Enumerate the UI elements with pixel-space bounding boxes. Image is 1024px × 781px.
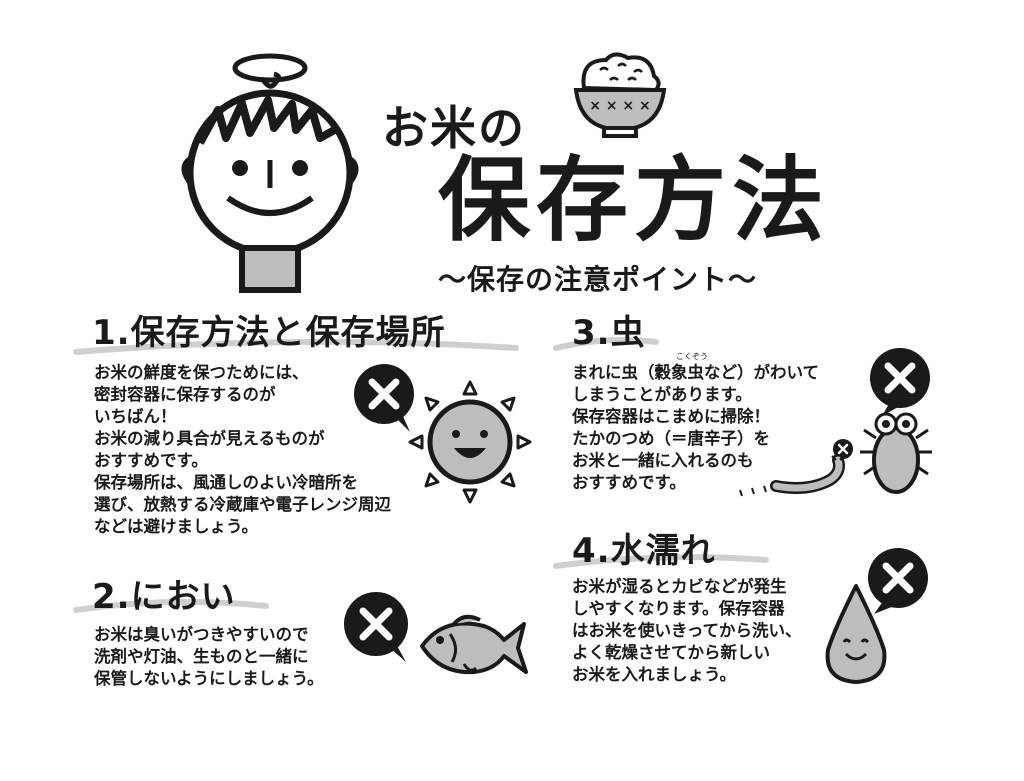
section-3-line: まれに虫（穀象虫など）がわいて (572, 363, 820, 382)
rice-bowl-icon: × × × × (573, 52, 667, 138)
section-1-line: いちばん！ (94, 407, 177, 426)
section-2-line: お米は臭いがつきやすいので (94, 625, 309, 644)
rice-weevil-icon (860, 412, 932, 494)
section-2-line: 保管しないようにしましょう。 (94, 669, 324, 688)
section-3-line: たかのつめ（＝唐辛子）を (572, 429, 770, 448)
section-1-line: 保存場所は、風通しのよい冷暗所を (94, 473, 358, 492)
section-1-line: お米の減り具合が見えるものが (94, 429, 325, 448)
section-4-line: お米を入れましょう。 (572, 665, 737, 684)
section-4-line: しやすくなります。保存容器 (572, 599, 785, 618)
section-2-heading: 2.におい (92, 577, 236, 617)
section-4-line: お米が湿るとカビなどが発生 (572, 577, 787, 596)
sun-icon (408, 380, 532, 504)
section-3-body: まれに虫（穀象虫など）がわいて しまうことがあります。 保存容器はこまめに掃除！… (572, 362, 819, 494)
section-3-line: 保存容器はこまめに掃除！ (572, 407, 770, 426)
section-1-line: お米の鮮度を保つためには、 (94, 363, 309, 382)
section-3-heading: 3.虫 (572, 313, 646, 353)
section-4-body: お米が湿るとカビなどが発生 しやすくなります。保存容器 はお米を使いきってから洗… (572, 576, 802, 686)
section-3-line: しまうことがあります。 (572, 385, 752, 404)
section-1-heading: 1.保存方法と保存場所 (92, 313, 446, 353)
section-4-line: はお米を使いきってから洗い、 (572, 621, 802, 640)
worm-icon (739, 454, 845, 497)
cross-mark-icon (870, 348, 930, 416)
fish-icon (420, 614, 528, 675)
section-1-body: お米の鮮度を保つためには、 密封容器に保存するのが いちばん！ お米の減り具合が… (94, 362, 391, 538)
section-1-line: などは避けましょう。 (94, 517, 259, 536)
section-1-line: 密封容器に保存するのが (94, 385, 276, 404)
section-3-underline (553, 337, 659, 351)
cross-mark-icon (354, 364, 414, 432)
section-1-line: おすすめです。 (94, 451, 208, 470)
water-drop-icon (825, 584, 887, 684)
cross-mark-icon (868, 548, 928, 614)
section-3-line: お米と一緒に入れるのも (572, 451, 754, 470)
section-2-underline (73, 598, 269, 613)
section-4-heading: 4.水濡れ (572, 531, 716, 571)
page-title: 保存方法 (438, 147, 831, 254)
section-1-underline (73, 338, 519, 355)
section-2-line: 洗剤や灯油、生ものと一緒に (94, 647, 309, 666)
section-2-body: お米は臭いがつきやすいので 洗剤や灯油、生ものと一緒に 保管しないようにしましょ… (94, 624, 324, 690)
section-3-ruby: こくぞう (676, 352, 708, 361)
section-3-line: おすすめです。 (572, 473, 686, 492)
section-4-line: よく乾燥させてから新しい (572, 643, 770, 662)
section-4-underline (553, 554, 769, 569)
cross-mark-icon (344, 592, 408, 662)
svg-text:× × × ×: × × × × (589, 98, 651, 114)
section-1-line: 選び、放熱する冷蔵庫や電子レンジ周辺 (94, 495, 391, 514)
title-prefix: お米の (382, 101, 526, 155)
rice-boy-mascot-icon (181, 53, 359, 293)
page-subtitle: ～保存の注意ポイント～ (438, 263, 758, 296)
